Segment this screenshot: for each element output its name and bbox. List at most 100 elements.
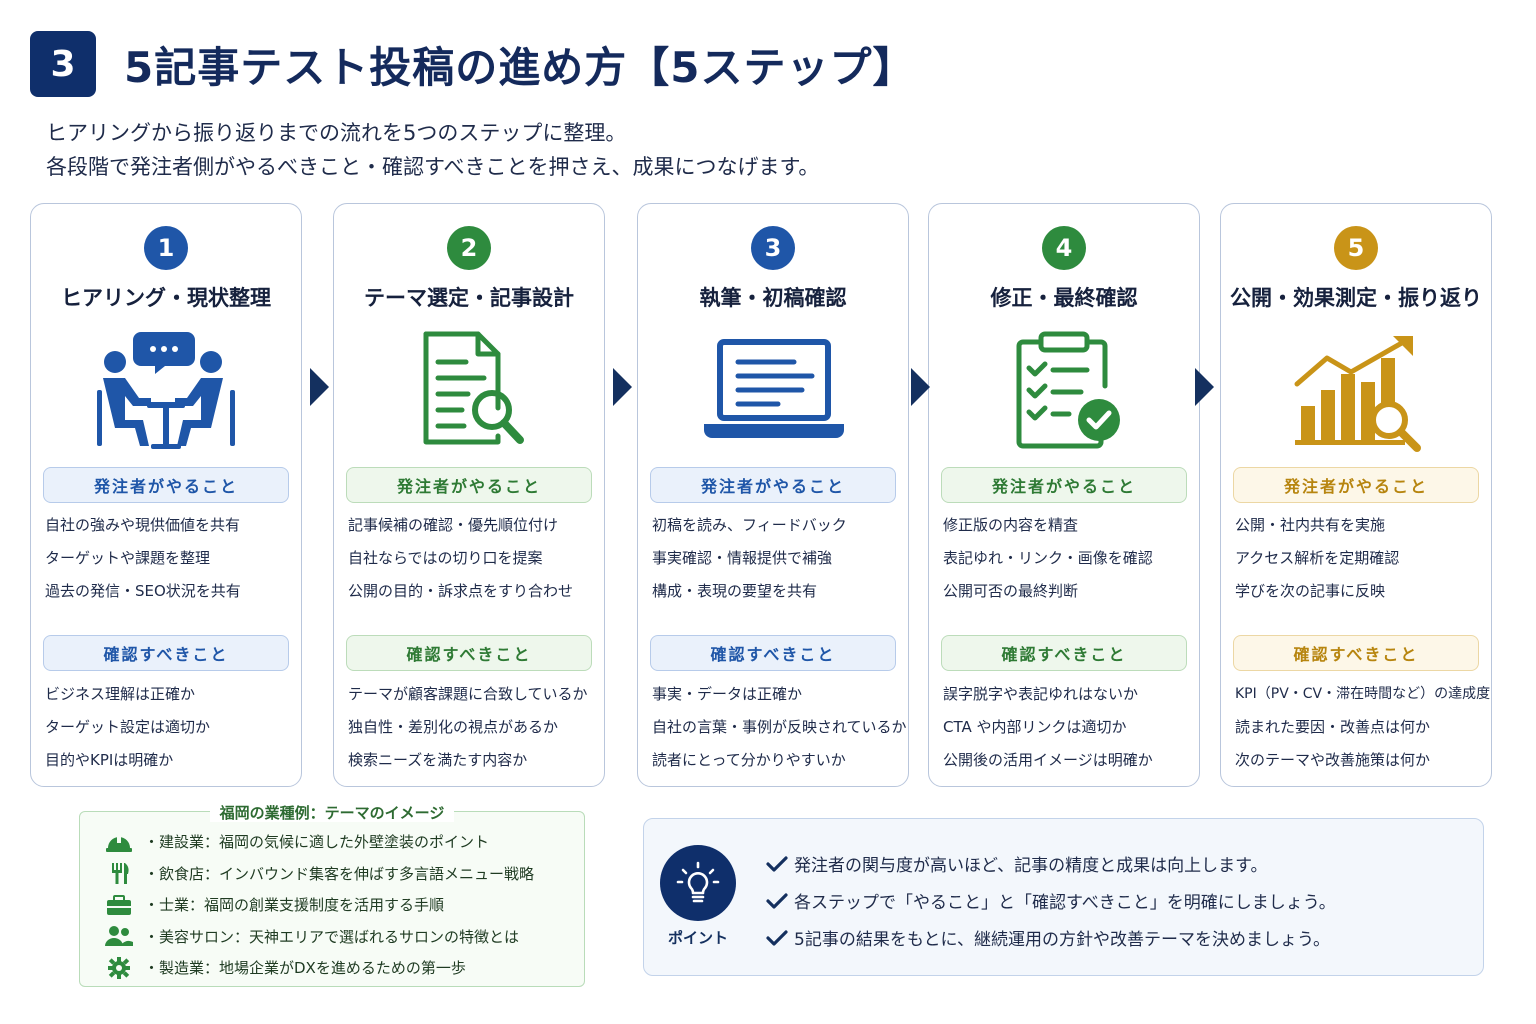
meeting-icon: [97, 332, 235, 449]
example-text: ・飲食店：インバウンド集客を伸ばす多言語メニュー戦略: [144, 864, 535, 883]
check-label-5: 確認すべきこと: [1233, 635, 1479, 671]
do-label-1: 発注者がやること: [43, 467, 289, 503]
do-list-5: 公開・社内共有を実施 アクセス解析を定期確認 学びを次の記事に反映: [1235, 509, 1485, 608]
do-label-2: 発注者がやること: [346, 467, 592, 503]
example-text: ・建設業：福岡の気候に適した外壁塗装のポイント: [144, 833, 490, 852]
check-label-1: 確認すべきこと: [43, 635, 289, 671]
list-item: 5記事の結果をもとに、継続運用の方針や改善テーマを決めましょう。: [766, 919, 1336, 956]
step-card-5: 5 公開・効果測定・振り返り 発注者がやること 公開・社内共有を実施 アクセス解…: [1220, 203, 1492, 787]
do-label-4: 発注者がやること: [941, 467, 1187, 503]
list-item: 各ステップで「やること」と「確認すべきこと」を明確にしましょう。: [766, 882, 1336, 919]
point-text: 発注者の関与度が高いほど、記事の精度と成果は向上します。: [794, 856, 1268, 876]
list-item: 目的やKPIは明確か: [45, 751, 174, 769]
list-item: 表記ゆれ・リンク・画像を確認: [943, 549, 1153, 567]
list-item: 記事候補の確認・優先順位付け: [348, 516, 559, 534]
list-item: 公開後の活用イメージは明確か: [943, 751, 1153, 769]
intro-line-1: ヒアリングから振り返りまでの流れを5つのステップに整理。: [46, 121, 627, 145]
list-item: 構成・表現の要望を共有: [652, 582, 818, 600]
check-icon: [766, 855, 794, 873]
point-text: 5記事の結果をもとに、継続運用の方針や改善テーマを決めましょう。: [794, 930, 1330, 950]
list-item: ・製造業：地場企業がDXを進めるための第一歩: [104, 952, 534, 984]
example-text: ・製造業：地場企業がDXを進めるための第一歩: [144, 959, 466, 978]
example-text: ・士業：福岡の創業支援制度を活用する手順: [144, 896, 445, 915]
list-item: CTA や内部リンクは適切か: [943, 718, 1127, 736]
briefcase-icon: [107, 894, 131, 915]
list-item: アクセス解析を定期確認: [1235, 549, 1400, 567]
list-item: 誤字脱字や表記ゆれはないか: [943, 685, 1139, 703]
list-item: ビジネス理解は正確か: [45, 685, 196, 703]
check-list-1: ビジネス理解は正確か ターゲット設定は適切か 目的やKPIは明確か: [45, 678, 295, 777]
check-label-4: 確認すべきこと: [941, 635, 1187, 671]
industry-examples-box: 福岡の業種例：テーマのイメージ ・建設業：福岡の気候に適した外壁塗装のポイント …: [79, 804, 585, 987]
laptop-icon: [704, 339, 844, 438]
list-item: 初稿を読み、フィードバック: [652, 516, 847, 534]
list-item: 読まれた要因・改善点は何か: [1235, 718, 1431, 736]
example-text: ・美容サロン：天神エリアで選ばれるサロンの特徴とは: [144, 927, 520, 946]
list-item: 次のテーマや改善施策は何か: [1235, 751, 1431, 769]
list-item: 修正版の内容を精査: [943, 516, 1079, 534]
list-item: 公開の目的・訴求点をすり合わせ: [348, 582, 574, 600]
list-item: 学びを次の記事に反映: [1235, 582, 1386, 600]
do-list-2: 記事候補の確認・優先順位付け 自社ならではの切り口を提案 公開の目的・訴求点をす…: [348, 509, 598, 608]
check-label-3: 確認すべきこと: [650, 635, 896, 671]
helmet-icon: [106, 834, 132, 852]
list-item: ・士業：福岡の創業支援制度を活用する手順: [104, 889, 534, 921]
list-item: 事実・データは正確か: [652, 685, 803, 703]
step-card-4: 4 修正・最終確認 発注者がやること 修正版の内容を精査 表記ゆれ・リンク・画像…: [928, 203, 1200, 787]
step-title-3: 執筆・初稿確認: [699, 286, 847, 310]
page-header: 3 5記事テスト投稿の進め方【5ステップ】: [30, 30, 915, 98]
list-item: 事実確認・情報提供で補強: [652, 549, 833, 567]
step-number-5: 5: [1334, 226, 1378, 270]
check-list-2: テーマが顧客課題に合致しているか 独自性・差別化の視点があるか 検索ニーズを満た…: [348, 678, 598, 777]
list-item: ・建設業：福岡の気候に適した外壁塗装のポイント: [104, 826, 534, 858]
intro-line-2: 各段階で発注者側がやるべきこと・確認すべきことを押さえ、成果につなげます。: [46, 155, 820, 179]
people-icon: [105, 926, 133, 947]
list-item: 読者にとって分かりやすいか: [652, 751, 846, 769]
intro-text: ヒアリングから振り返りまでの流れを5つのステップに整理。 各段階で発注者側がやる…: [46, 116, 819, 184]
do-list-3: 初稿を読み、フィードバック 事実確認・情報提供で補強 構成・表現の要望を共有: [652, 509, 902, 608]
document-search-icon: [423, 331, 524, 445]
list-item: ・飲食店：インバウンド集客を伸ばす多言語メニュー戦略: [104, 858, 534, 890]
check-label-2: 確認すべきこと: [346, 635, 592, 671]
list-item: ・美容サロン：天神エリアで選ばれるサロンの特徴とは: [104, 921, 534, 953]
clipboard-check-icon: [1016, 331, 1120, 449]
step-number-4: 4: [1042, 226, 1086, 270]
list-item: ターゲット設定は適切か: [45, 718, 211, 736]
point-label: ポイント: [667, 929, 728, 947]
page-title: 5記事テスト投稿の進め方【5ステップ】: [124, 42, 916, 92]
do-list-1: 自社の強みや現供価値を共有 ターゲットや課題を整理 過去の発信・SEO状況を共有: [45, 509, 295, 608]
do-label-3: 発注者がやること: [650, 467, 896, 503]
step-title-4: 修正・最終確認: [990, 286, 1138, 310]
point-box: ポイント 発注者の関与度が高いほど、記事の精度と成果は向上します。 各ステップで…: [643, 818, 1484, 976]
flow-arrow-icon: [310, 368, 329, 406]
check-list-4: 誤字脱字や表記ゆれはないか CTA や内部リンクは適切か 公開後の活用イメージは…: [943, 678, 1193, 777]
flow-arrow-icon: [1195, 368, 1214, 406]
step-card-2: 2 テーマ選定・記事設計 発注者がやること 記事候補の確認・優先順位付け 自社な…: [333, 203, 605, 787]
step-card-3: 3 執筆・初稿確認 発注者がやること 初稿を読み、フィードバック 事実確認・情報…: [637, 203, 909, 787]
flow-arrow-icon: [911, 368, 930, 406]
list-item: 発注者の関与度が高いほど、記事の精度と成果は向上します。: [766, 845, 1336, 882]
chart-search-icon: [1294, 336, 1421, 452]
list-item: KPI（PV・CV・滞在時間など）の達成度: [1235, 686, 1491, 702]
examples-title: 福岡の業種例：テーマのイメージ: [209, 804, 455, 822]
list-item: 公開可否の最終判断: [943, 582, 1079, 600]
step-number-3: 3: [751, 226, 795, 270]
point-text: 各ステップで「やること」と「確認すべきこと」を明確にしましょう。: [794, 893, 1336, 913]
step-title-2: テーマ選定・記事設計: [364, 286, 574, 310]
list-item: 検索ニーズを満たす内容か: [348, 751, 528, 769]
do-label-5: 発注者がやること: [1233, 467, 1479, 503]
check-icon: [766, 892, 794, 910]
steps-flow: 1 ヒアリング・現状整理 発注者がやること 自社の強みや現供価値を共有 ター: [30, 203, 1502, 787]
list-item: テーマが顧客課題に合致しているか: [348, 685, 588, 703]
flow-arrow-icon: [613, 368, 632, 406]
check-list-5: KPI（PV・CV・滞在時間など）の達成度 読まれた要因・改善点は何か 次のテー…: [1235, 678, 1491, 777]
list-item: 自社の言葉・事例が反映されているか: [652, 718, 907, 736]
step-title-1: ヒアリング・現状整理: [61, 286, 271, 310]
check-icon: [766, 929, 794, 947]
check-list-3: 事実・データは正確か 自社の言葉・事例が反映されているか 読者にとって分かりやす…: [652, 678, 907, 777]
list-item: ターゲットや課題を整理: [45, 549, 211, 567]
point-list: 発注者の関与度が高いほど、記事の精度と成果は向上します。 各ステップで「やること…: [766, 845, 1336, 956]
section-number-badge: 3: [30, 31, 96, 97]
do-list-4: 修正版の内容を精査 表記ゆれ・リンク・画像を確認 公開可否の最終判断: [943, 509, 1193, 608]
lightbulb-icon: [676, 861, 720, 903]
